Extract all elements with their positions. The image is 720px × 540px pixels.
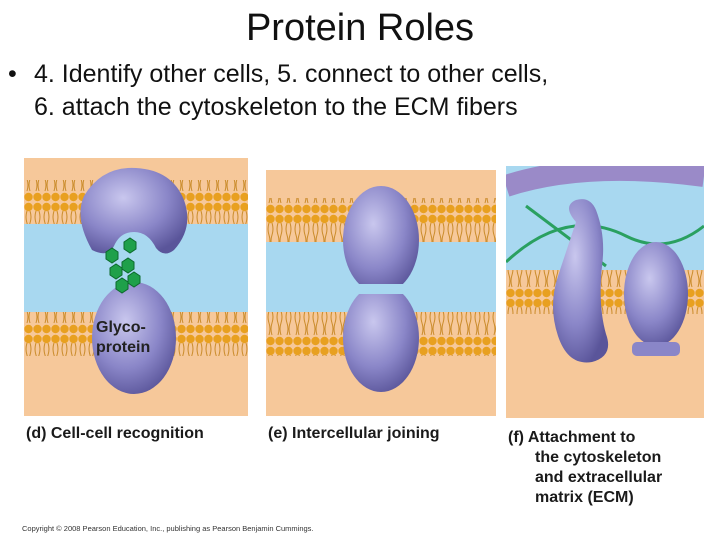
- cell-recognition-diagram: Glyco- protein: [24, 167, 248, 394]
- caption-panel-f-line3: and extracellular: [535, 469, 663, 486]
- slide-title: Protein Roles: [245, 7, 475, 49]
- integrin-protein-right: [624, 242, 688, 346]
- bullet-line-1: 4. Identify other cells, 5. connect to o…: [34, 60, 549, 88]
- panel-intercellular-joining: [266, 170, 496, 416]
- intercellular-joining-diagram: [266, 186, 496, 392]
- glycoprotein-shape: [92, 282, 176, 394]
- bullet-mark: •: [8, 60, 17, 88]
- bullet-point: • 4. Identify other cells, 5. connect to…: [8, 58, 708, 124]
- panel-ecm-attachment: [506, 166, 704, 418]
- copyright-notice: Copyright © 2008 Pearson Education, Inc.…: [22, 524, 314, 533]
- ecm-attachment-diagram: [506, 166, 704, 418]
- glycoprotein-label-line2: protein: [96, 339, 150, 356]
- ecm-fiber: [506, 224, 704, 264]
- junction-protein-lower: [343, 284, 419, 392]
- caption-panel-d: (d) Cell-cell recognition: [26, 425, 204, 442]
- caption-panel-f-line4: matrix (ECM): [535, 489, 634, 506]
- junction-protein-upper: [343, 186, 419, 294]
- panel-cell-cell-recognition: Glyco- protein: [24, 158, 248, 416]
- caption-panel-f: (f) Attachment to the cytoskeleton and e…: [508, 428, 662, 508]
- integrin-protein-left: [553, 199, 609, 363]
- intracellular-anchor: [632, 342, 680, 356]
- bullet-line-2: 6. attach the cytoskeleton to the ECM fi…: [34, 93, 518, 121]
- glycoprotein-label-line1: Glyco-: [96, 319, 146, 336]
- caption-panel-e: (e) Intercellular joining: [268, 425, 440, 442]
- carbohydrate-chain: [105, 237, 141, 294]
- caption-panel-f-line2: the cytoskeleton: [535, 449, 662, 466]
- caption-panel-f-line1: (f) Attachment to: [508, 429, 636, 446]
- cytoskeleton-fiber: [506, 166, 704, 197]
- receptor-protein-shape: [80, 167, 188, 254]
